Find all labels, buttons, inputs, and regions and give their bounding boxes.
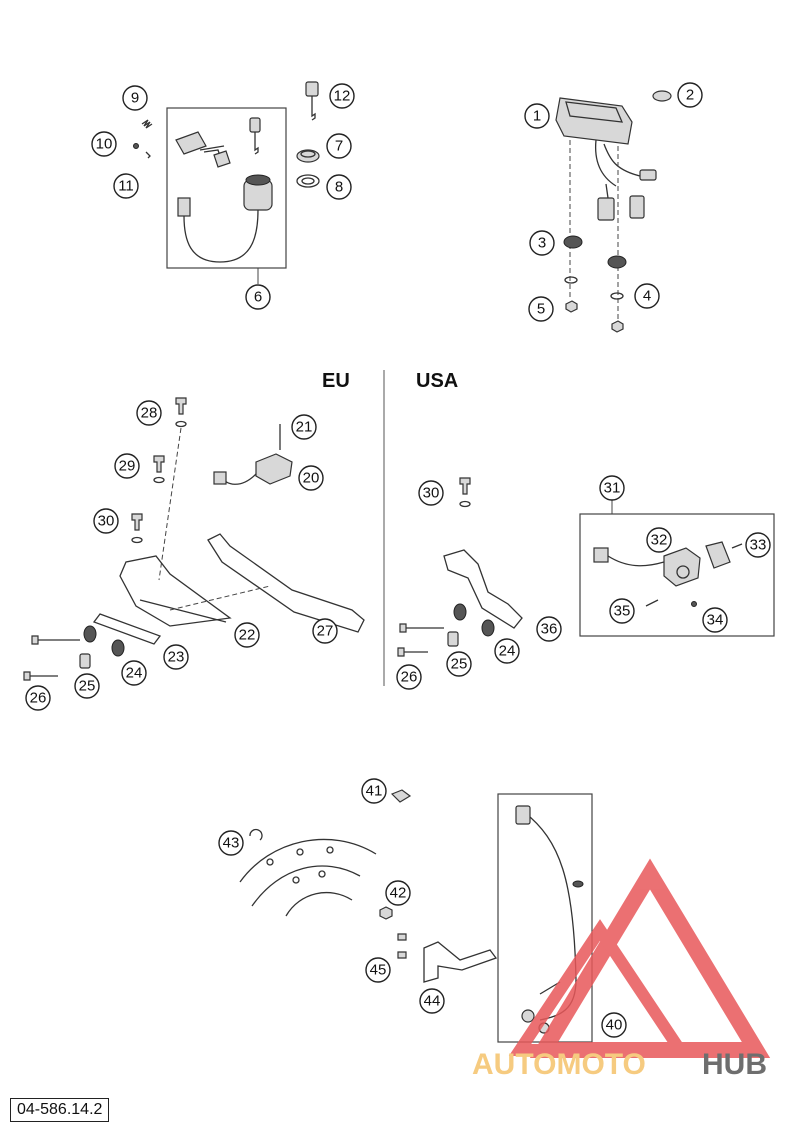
callout-2: 2 [677, 82, 703, 108]
svg-text:35: 35 [614, 603, 631, 620]
callout-36: 36 [536, 616, 562, 642]
svg-text:7: 7 [335, 138, 343, 155]
callout-11: 11 [113, 173, 139, 199]
callout-30-usa: 30 [418, 480, 444, 506]
callout-33: 33 [745, 532, 771, 558]
svg-text:12: 12 [334, 88, 351, 105]
svg-text:40: 40 [606, 1017, 623, 1034]
svg-text:30: 30 [98, 513, 115, 530]
speedometer-group [555, 90, 672, 333]
callout-20: 20 [298, 465, 324, 491]
svg-text:25: 25 [451, 656, 468, 673]
svg-text:25: 25 [79, 678, 96, 695]
callout-25-eu: 25 [74, 673, 100, 699]
callout-12: 12 [329, 83, 355, 109]
svg-text:26: 26 [30, 690, 47, 707]
svg-text:20: 20 [303, 470, 320, 487]
label-usa: USA [416, 370, 458, 392]
label-eu: EU [322, 370, 350, 392]
svg-text:23: 23 [168, 649, 185, 666]
callout-32: 32 [646, 527, 672, 553]
svg-text:10: 10 [96, 136, 113, 153]
svg-text:42: 42 [390, 885, 407, 902]
callout-45: 45 [365, 957, 391, 983]
svg-text:24: 24 [126, 665, 143, 682]
svg-text:11: 11 [118, 178, 134, 195]
svg-text:6: 6 [254, 289, 262, 306]
svg-text:31: 31 [604, 480, 621, 497]
watermark-text-automoto: AUTOMOTO [472, 1048, 646, 1081]
callout-26-eu: 26 [25, 685, 51, 711]
svg-text:26: 26 [401, 669, 418, 686]
callout-5: 5 [528, 296, 554, 322]
callout-31: 31 [599, 475, 625, 501]
svg-text:36: 36 [541, 621, 558, 638]
svg-text:28: 28 [141, 405, 158, 422]
svg-text:44: 44 [424, 993, 441, 1010]
callout-1: 1 [524, 103, 550, 129]
wheel-sensor-group [239, 789, 593, 1043]
callout-3: 3 [529, 230, 555, 256]
svg-text:32: 32 [651, 532, 668, 549]
callout-27: 27 [312, 618, 338, 644]
svg-text:30: 30 [423, 485, 440, 502]
callout-43: 43 [218, 830, 244, 856]
svg-text:3: 3 [538, 235, 546, 252]
callout-23: 23 [163, 644, 189, 670]
watermark-text-hub: HUB [702, 1048, 767, 1081]
eu-bracket-group [23, 397, 365, 681]
svg-text:34: 34 [707, 612, 724, 629]
svg-text:27: 27 [317, 623, 334, 640]
callout-26-usa: 26 [396, 664, 422, 690]
automotohub-watermark: AUTOMOTO HUB [472, 858, 771, 1081]
callout-9: 9 [122, 85, 148, 111]
callout-29: 29 [114, 453, 140, 479]
callout-4: 4 [634, 283, 660, 309]
usa-bracket-group [397, 477, 775, 657]
callout-25-usa: 25 [446, 651, 472, 677]
callout-40: 40 [601, 1012, 627, 1038]
callout-30-eu: 30 [93, 508, 119, 534]
callout-24-usa: 24 [494, 638, 520, 664]
svg-text:24: 24 [499, 643, 516, 660]
callout-22: 22 [234, 622, 260, 648]
svg-text:8: 8 [335, 179, 343, 196]
callout-7: 7 [326, 133, 352, 159]
callout-8: 8 [326, 174, 352, 200]
callout-42: 42 [385, 880, 411, 906]
svg-text:29: 29 [119, 458, 136, 475]
callout-44: 44 [419, 988, 445, 1014]
ignition-lock-group [133, 81, 320, 284]
svg-text:5: 5 [537, 301, 545, 318]
watermark-logo-inner-triangle [508, 919, 692, 1056]
callout-24-eu: 24 [121, 660, 147, 686]
callout-34: 34 [702, 607, 728, 633]
callout-markers: 1 2 3 4 5 6 7 8 9 10 11 12 20 21 22 23 2… [25, 82, 771, 1038]
svg-text:45: 45 [370, 962, 387, 979]
svg-text:2: 2 [686, 87, 694, 104]
callout-21: 21 [291, 414, 317, 440]
svg-text:41: 41 [366, 783, 383, 800]
svg-text:22: 22 [239, 627, 256, 644]
document-number: 04-586.14.2 [10, 1098, 110, 1122]
callout-35: 35 [609, 598, 635, 624]
callout-41: 41 [361, 778, 387, 804]
callout-10: 10 [91, 131, 117, 157]
callout-6: 6 [245, 284, 271, 310]
svg-text:9: 9 [131, 90, 139, 107]
callout-28: 28 [136, 400, 162, 426]
svg-text:1: 1 [533, 108, 541, 125]
svg-text:43: 43 [223, 835, 240, 852]
svg-text:4: 4 [643, 288, 651, 305]
svg-text:33: 33 [750, 537, 767, 554]
svg-text:21: 21 [296, 419, 313, 436]
